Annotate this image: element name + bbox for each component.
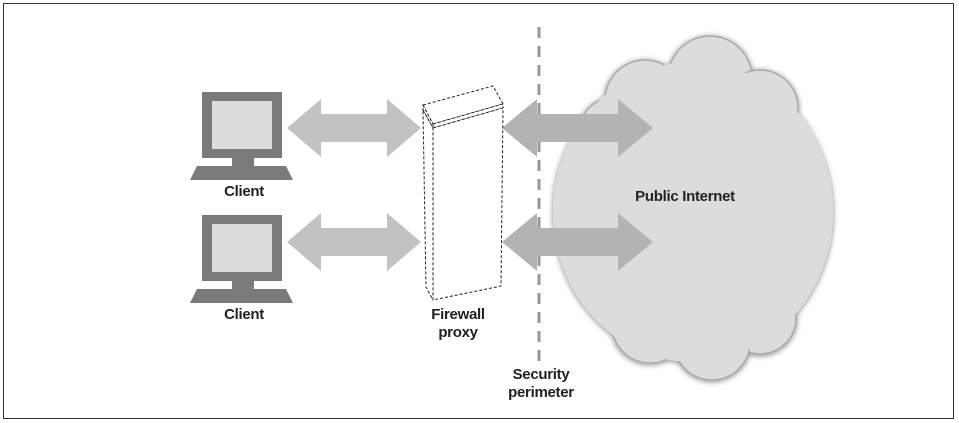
arrow-client1-firewall <box>287 99 421 157</box>
public-internet-label: Public Internet <box>635 188 735 205</box>
public-internet-cloud <box>553 35 833 381</box>
client-computer-1 <box>190 92 293 180</box>
client-computer-2 <box>190 215 293 303</box>
arrow-firewall-internet-1 <box>502 99 653 157</box>
security-perimeter-label: Security perimeter <box>508 366 574 401</box>
firewall-proxy-box <box>422 85 504 301</box>
arrow-firewall-internet-2 <box>502 213 653 271</box>
client-label-2: Client <box>224 306 264 323</box>
arrow-client2-firewall <box>287 213 421 271</box>
firewall-proxy-label: Firewall proxy <box>431 306 485 341</box>
client-label-1: Client <box>224 183 264 200</box>
diagram-frame <box>3 3 954 419</box>
